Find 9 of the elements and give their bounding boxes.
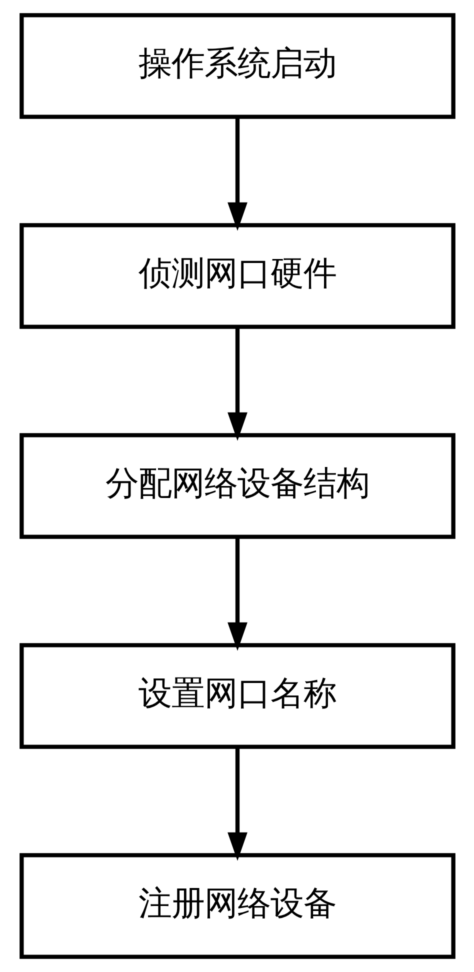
node-box: 注册网络设备: [19, 853, 455, 959]
node-box: 分配网络设备结构: [19, 433, 455, 539]
node-box: 侦测网口硬件: [19, 223, 455, 329]
arrow: [227, 537, 247, 651]
arrow: [227, 747, 247, 861]
node-box: 设置网口名称: [19, 643, 455, 749]
node-box: 操作系统启动: [19, 13, 455, 119]
arrow: [227, 117, 247, 231]
arrow: [227, 327, 247, 441]
